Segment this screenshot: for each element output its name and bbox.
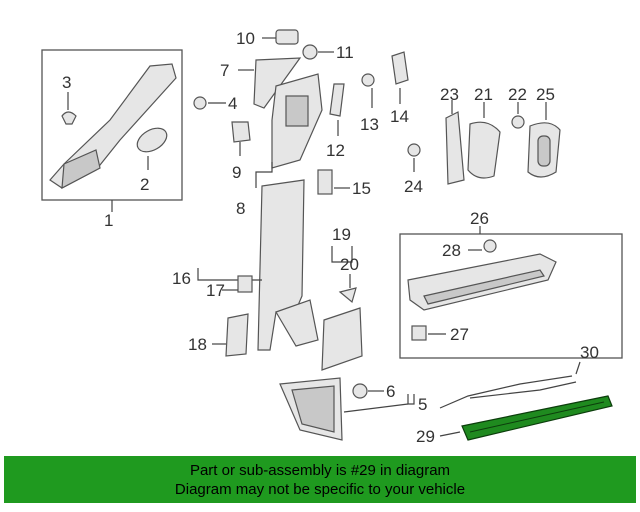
- bracket-part-7[interactable]: [253, 57, 302, 109]
- callout-30: 30: [580, 343, 599, 362]
- parts-diagram: 1 2 3 4 5 6 7 8 9 10 11 12 13 14 15 16 1…: [41, 29, 623, 446]
- callout-26: 26: [470, 209, 489, 228]
- bolt-part-24[interactable]: [407, 143, 421, 157]
- handle-part-21[interactable]: [467, 121, 501, 179]
- leader-19: [331, 246, 353, 263]
- callout-9: 9: [232, 163, 241, 182]
- clip-part-9[interactable]: [231, 121, 251, 143]
- leader-29: [439, 431, 461, 437]
- handle-cover-slot: [537, 135, 551, 167]
- callout-28: 28: [442, 241, 461, 260]
- part-info-banner: Part or sub-assembly is #29 in diagram D…: [4, 456, 636, 503]
- b-pillar-vent: [285, 95, 309, 127]
- callout-15: 15: [352, 179, 371, 198]
- leader-8: [255, 162, 273, 188]
- callout-11: 11: [336, 43, 354, 62]
- callout-17: 17: [206, 281, 225, 300]
- banner-line-2: Diagram may not be specific to your vehi…: [174, 481, 466, 498]
- callout-2: 2: [140, 175, 149, 194]
- callout-23: 23: [440, 85, 459, 104]
- screw-part-13[interactable]: [361, 73, 375, 87]
- callout-24: 24: [404, 177, 423, 196]
- screw-part-22[interactable]: [511, 115, 525, 129]
- callout-25: 25: [536, 85, 555, 104]
- callout-1: 1: [104, 211, 113, 230]
- callout-6: 6: [386, 382, 395, 401]
- callout-22: 22: [508, 85, 527, 104]
- bracket-part-14[interactable]: [391, 51, 409, 85]
- callout-4: 4: [228, 94, 237, 113]
- clip-part-15[interactable]: [317, 169, 333, 195]
- callout-16: 16: [172, 269, 191, 288]
- grab-cover-part-2[interactable]: [133, 123, 171, 156]
- clip-part-20[interactable]: [338, 287, 357, 304]
- callout-10: 10: [236, 29, 255, 48]
- screw-part-11[interactable]: [302, 44, 318, 60]
- cable-part-30[interactable]: [439, 375, 573, 409]
- nut-part-6[interactable]: [352, 383, 368, 399]
- callout-12: 12: [326, 141, 345, 160]
- callout-7: 7: [220, 61, 229, 80]
- b-pillar-lower-foot: [275, 299, 319, 347]
- leader-5: [407, 394, 415, 405]
- callout-5: 5: [418, 395, 427, 414]
- part-26-group-box: [399, 233, 623, 359]
- leader-30: [575, 361, 581, 375]
- cable-part-30-b: [469, 381, 577, 399]
- callout-18: 18: [188, 335, 207, 354]
- callout-14: 14: [390, 107, 409, 126]
- clip-part-17[interactable]: [237, 275, 253, 293]
- callout-20: 20: [340, 255, 359, 274]
- leader-5b: [343, 403, 409, 413]
- a-pillar-trim-lower: [61, 149, 101, 190]
- connector-part-10[interactable]: [275, 29, 299, 45]
- clip-part-27[interactable]: [411, 325, 427, 341]
- sill-plate-part-29[interactable]: [461, 395, 613, 441]
- callout-8: 8: [236, 199, 245, 218]
- bracket-part-23[interactable]: [445, 111, 465, 185]
- callout-13: 13: [360, 115, 379, 134]
- panel-part-19[interactable]: [321, 307, 363, 371]
- grille-mesh: [291, 385, 335, 433]
- callout-19: 19: [332, 225, 351, 244]
- callout-27: 27: [450, 325, 469, 344]
- banner-line-1: Part or sub-assembly is #29 in diagram: [189, 462, 451, 479]
- callout-3: 3: [62, 73, 71, 92]
- scuff-plate-groove: [423, 269, 545, 305]
- screw-part-4[interactable]: [193, 96, 207, 110]
- panel-part-18[interactable]: [225, 313, 249, 357]
- clip-part-12[interactable]: [329, 83, 345, 117]
- callout-29: 29: [416, 427, 435, 446]
- clip-part-3[interactable]: [61, 111, 77, 125]
- sill-plate-detail: [469, 401, 605, 433]
- screw-part-28[interactable]: [483, 239, 497, 253]
- callout-21: 21: [474, 85, 493, 104]
